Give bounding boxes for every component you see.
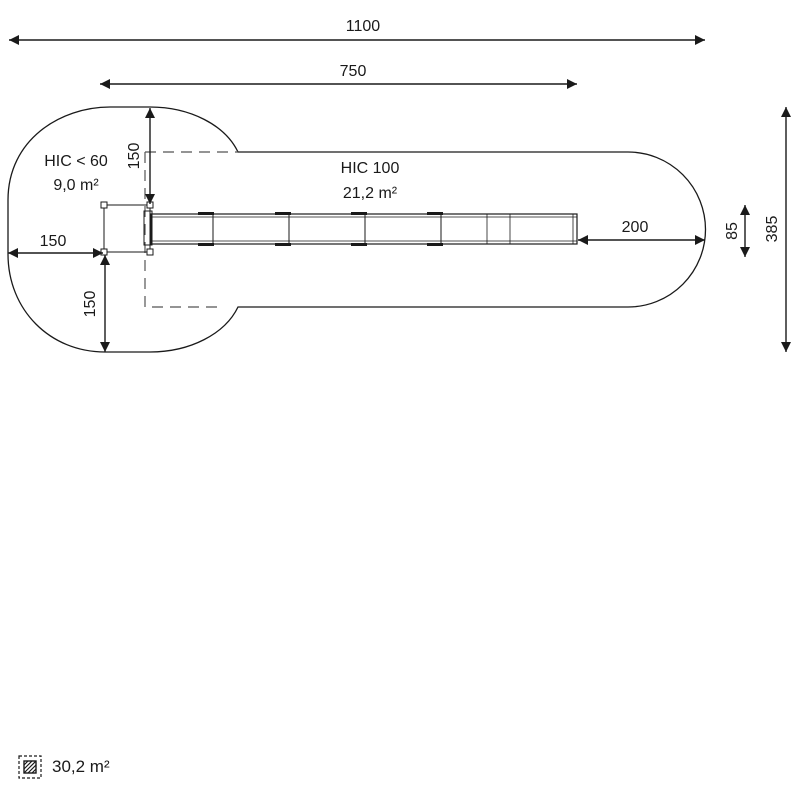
slide-clamp [351, 243, 367, 246]
area-legend: 30,2 m² [18, 754, 110, 780]
safety-zone-outline [7, 106, 707, 353]
left-margin-label: 150 [40, 233, 67, 250]
platform-corner [100, 248, 108, 256]
platform-corner [100, 201, 108, 209]
left-zone-height-label: 150 [126, 143, 143, 170]
slide-clamp [198, 212, 214, 215]
slide-clamp [198, 243, 214, 246]
slide-body [150, 213, 578, 245]
small-zone-hic-label: HIC < 60 [44, 153, 108, 170]
equipment-width-label: 85 [724, 222, 741, 240]
slide-clamp [275, 243, 291, 246]
end-clearance-label: 200 [622, 219, 649, 236]
total-area-label: 30,2 m² [52, 757, 110, 776]
zone-divider-dashed [144, 151, 238, 308]
platform [103, 204, 151, 253]
slide-clamp [427, 243, 443, 246]
large-zone-area-label: 21,2 m² [343, 185, 398, 202]
platform-corner [146, 248, 154, 256]
equipment-length-label: 750 [340, 63, 367, 80]
overall-width-label: 385 [764, 216, 781, 243]
small-zone-area-label: 9,0 m² [53, 177, 99, 194]
slide-clamp [275, 212, 291, 215]
lower-margin-label: 150 [82, 291, 99, 318]
platform-edge [143, 210, 153, 246]
slide-clamp [427, 212, 443, 215]
hatched-area-icon [18, 755, 42, 779]
slide-clamp [351, 212, 367, 215]
large-zone-hic-label: HIC 100 [341, 160, 400, 177]
overall-length-label: 1100 [346, 18, 381, 35]
